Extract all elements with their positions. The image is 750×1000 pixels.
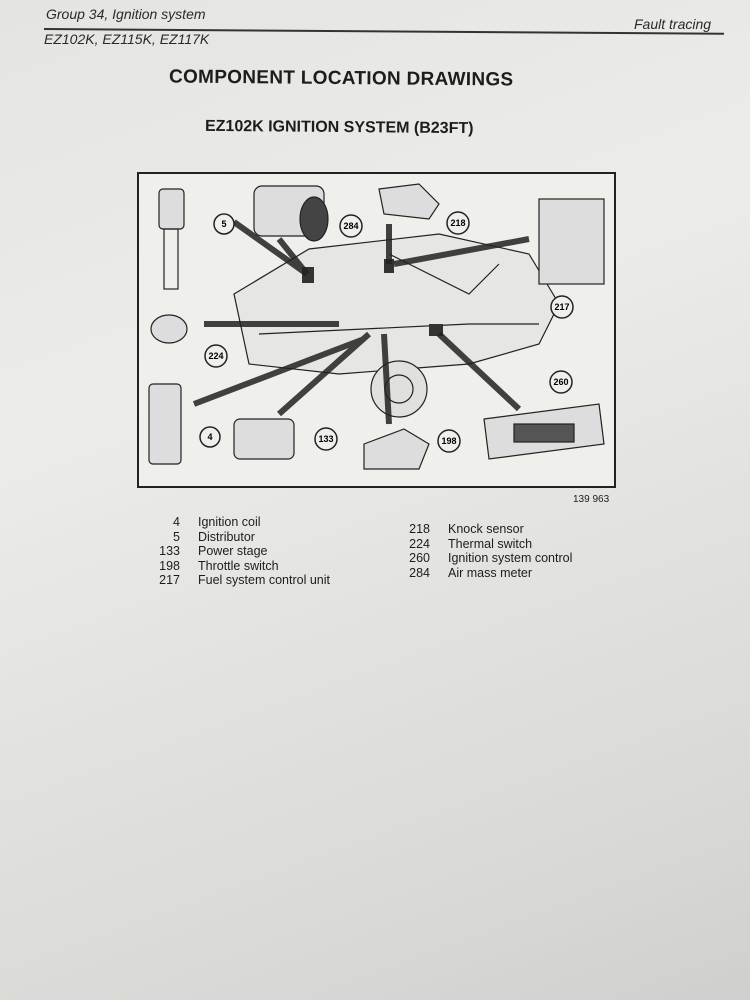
- component-diagram: 5 284 218 217 224 4 133 198 260: [137, 172, 616, 488]
- callout-217: 217: [550, 295, 574, 319]
- header-models: EZ102K, EZ115K, EZ117K: [44, 31, 210, 47]
- header-section: Fault tracing: [634, 16, 712, 32]
- svg-text:133: 133: [318, 434, 333, 444]
- callout-circles: 5 284 218 217 224 4 133 198 260: [199, 211, 574, 453]
- callout-198: 198: [437, 429, 461, 453]
- svg-text:217: 217: [554, 302, 569, 312]
- callout-260: 260: [549, 370, 573, 394]
- svg-text:224: 224: [208, 351, 223, 361]
- callout-5: 5: [213, 213, 235, 235]
- svg-text:218: 218: [450, 218, 465, 228]
- callout-224: 224: [204, 344, 228, 368]
- svg-text:284: 284: [343, 221, 358, 231]
- callout-284: 284: [339, 214, 363, 238]
- svg-text:198: 198: [441, 436, 456, 446]
- callout-218: 218: [446, 211, 470, 235]
- page-title: COMPONENT LOCATION DRAWINGS: [168, 66, 514, 91]
- svg-text:4: 4: [207, 432, 212, 442]
- diagram-drawing: 5 284 218 217 224 4 133 198 260: [148, 183, 605, 470]
- page-subtitle: EZ102K IGNITION SYSTEM (B23FT): [204, 117, 474, 138]
- header-group: Group 34, Ignition system: [46, 6, 206, 22]
- figure-number: 139 963: [573, 494, 610, 505]
- callout-133: 133: [314, 427, 338, 451]
- callout-4: 4: [199, 426, 221, 448]
- svg-text:260: 260: [553, 377, 568, 387]
- svg-text:5: 5: [221, 219, 226, 229]
